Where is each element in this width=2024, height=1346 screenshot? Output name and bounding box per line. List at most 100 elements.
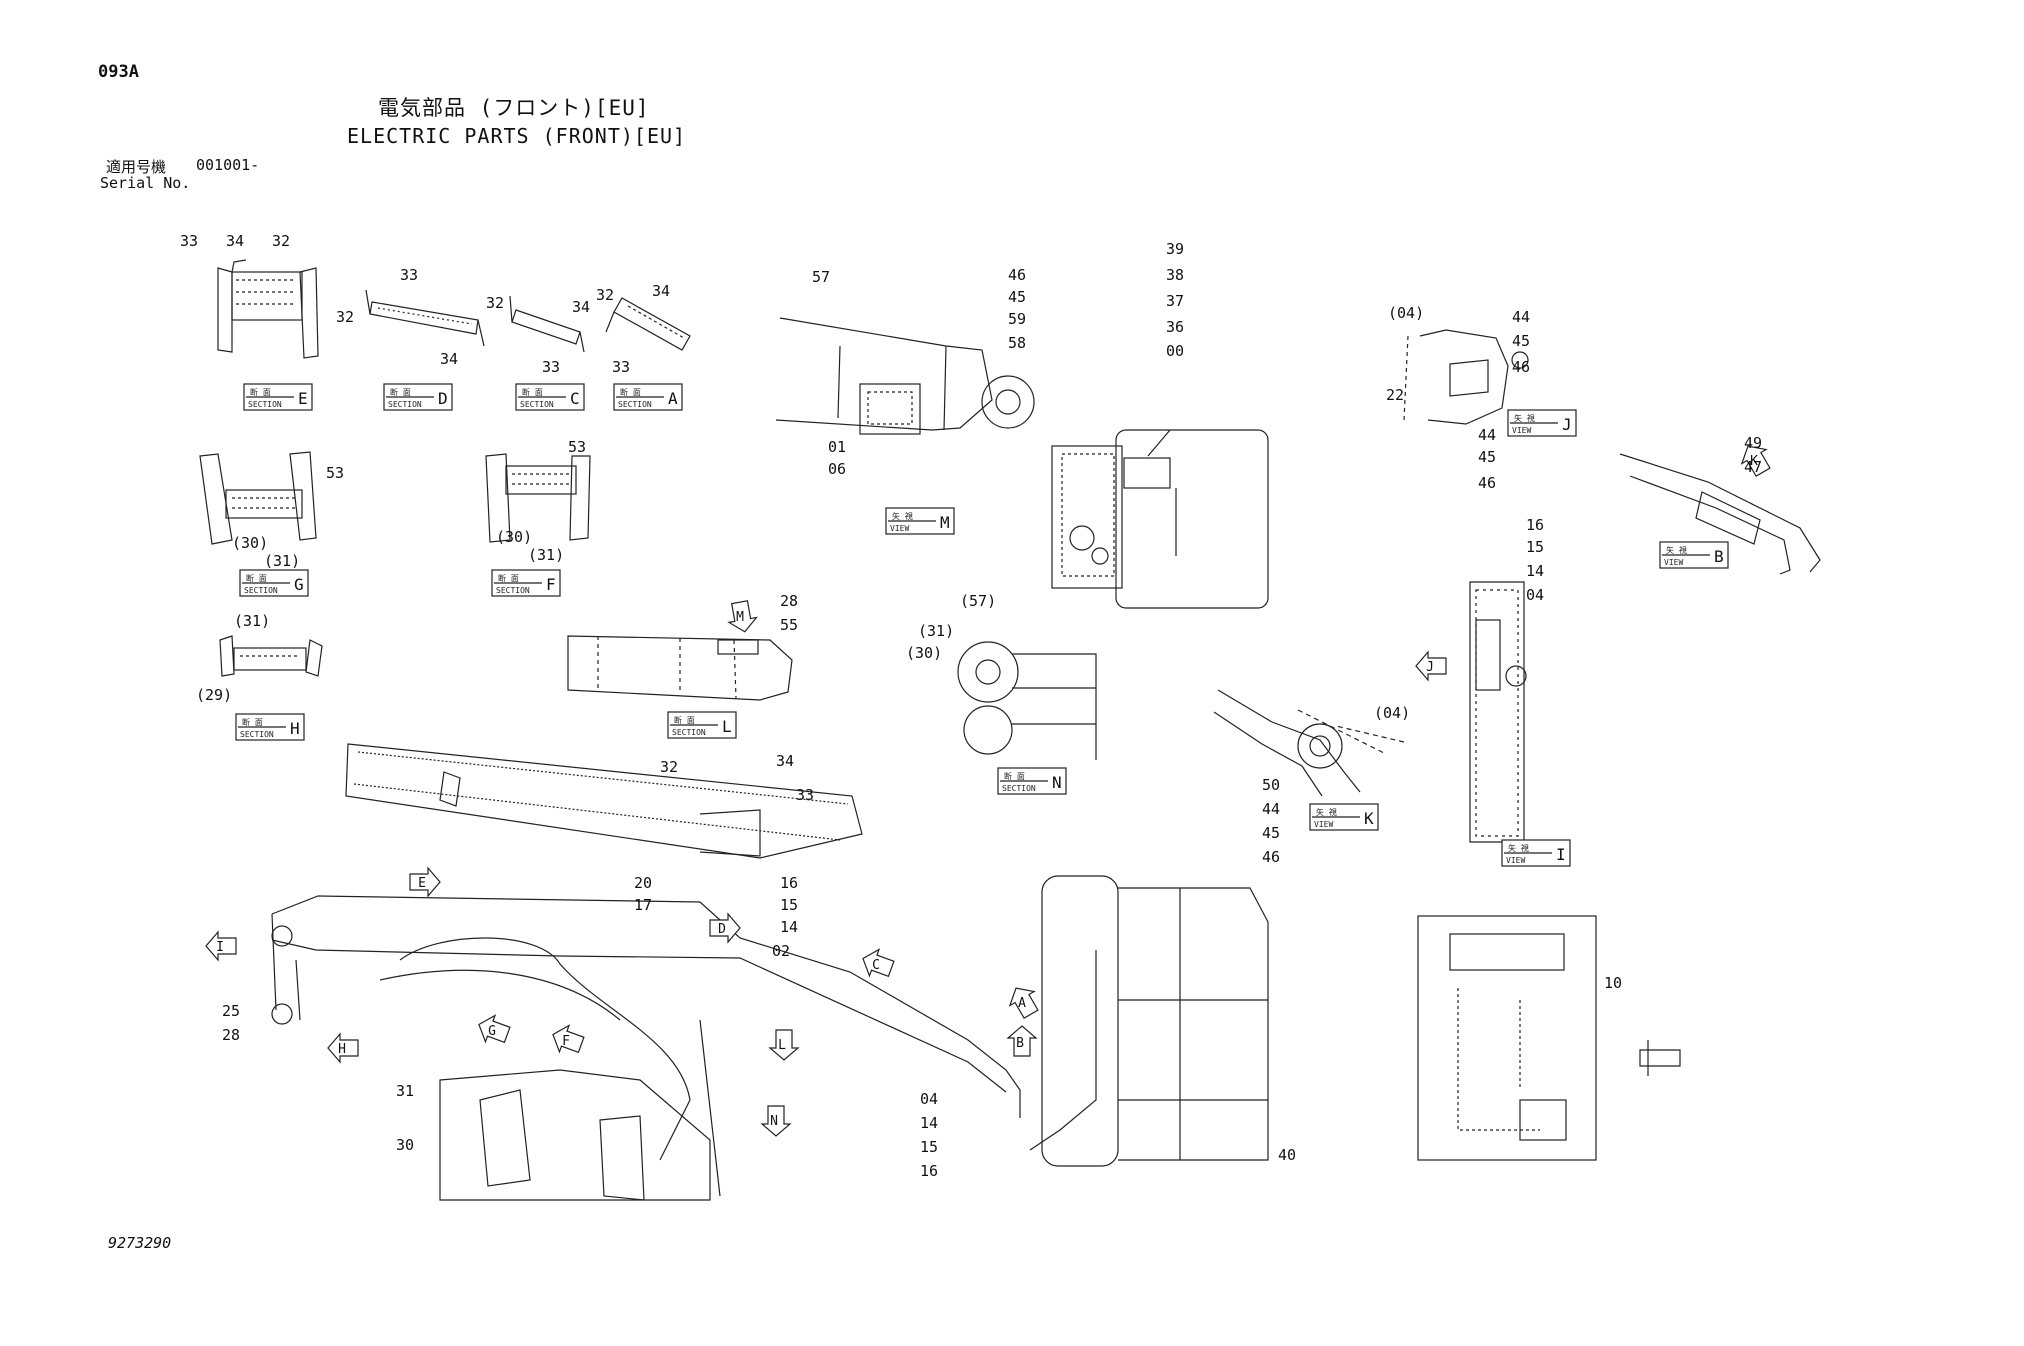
view-arrow-g: G xyxy=(478,1014,511,1044)
callout-number: 28 xyxy=(780,592,798,610)
callout-number: 58 xyxy=(1008,334,1026,352)
callout-number: 34 xyxy=(572,298,590,316)
svg-text:SECTION: SECTION xyxy=(244,586,278,595)
svg-text:I: I xyxy=(1556,845,1566,864)
svg-text:F: F xyxy=(562,1034,570,1049)
svg-text:N: N xyxy=(1052,773,1062,792)
svg-text:SECTION: SECTION xyxy=(248,400,282,409)
view-arrow-k: K xyxy=(1740,445,1771,477)
tag-view-i: 矢 視 VIEW I xyxy=(1501,839,1571,867)
callout-number: 33 xyxy=(400,266,418,284)
callout-number: 34 xyxy=(440,350,458,368)
callout-number: 55 xyxy=(780,616,798,634)
svg-text:N: N xyxy=(770,1114,778,1129)
callout-number: 02 xyxy=(772,942,790,960)
callout-number: 33 xyxy=(612,358,630,376)
svg-text:断 面: 断 面 xyxy=(250,387,271,397)
view-arrow-i: I xyxy=(205,930,237,962)
svg-text:断 面: 断 面 xyxy=(522,387,543,397)
callout-number: 53 xyxy=(568,438,586,456)
view-j-drawing xyxy=(1403,329,1529,425)
svg-text:J: J xyxy=(1562,415,1572,434)
svg-text:矢 視: 矢 視 xyxy=(1508,843,1529,853)
callout-number: 47 xyxy=(1744,458,1762,476)
callout-number: 33 xyxy=(180,232,198,250)
svg-text:矢 視: 矢 視 xyxy=(892,511,913,521)
callout-number: (31) xyxy=(918,622,954,640)
callout-number: 46 xyxy=(1008,266,1026,284)
view-arrow-d: D xyxy=(709,912,741,944)
svg-text:A: A xyxy=(1018,996,1026,1011)
svg-text:K: K xyxy=(1364,809,1374,828)
svg-text:D: D xyxy=(718,922,726,937)
callout-number: 32 xyxy=(660,758,678,776)
callout-number: 38 xyxy=(1166,266,1184,284)
callout-number: 59 xyxy=(1008,310,1026,328)
callout-number: 44 xyxy=(1262,800,1280,818)
view-arrow-b: B xyxy=(1006,1025,1038,1057)
boom-section-drawing xyxy=(345,743,863,859)
callout-number: 04 xyxy=(920,1090,938,1108)
callout-number: 15 xyxy=(920,1138,938,1156)
serial-value: 001001- xyxy=(196,156,260,174)
section-n-drawing xyxy=(957,641,1097,760)
view-b-drawing xyxy=(1619,453,1821,575)
callout-number: 32 xyxy=(272,232,290,250)
callout-number: 33 xyxy=(542,358,560,376)
callout-number: 22 xyxy=(1386,386,1404,404)
svg-text:VIEW: VIEW xyxy=(1506,856,1525,865)
view-arrow-m: M xyxy=(727,600,758,633)
svg-text:SECTION: SECTION xyxy=(672,728,706,737)
callout-number: 32 xyxy=(596,286,614,304)
callout-number: 36 xyxy=(1166,318,1184,336)
section-c-drawing xyxy=(509,295,585,353)
svg-text:VIEW: VIEW xyxy=(890,524,909,533)
callout-number: 04 xyxy=(1526,586,1544,604)
callout-number: 16 xyxy=(780,874,798,892)
svg-text:B: B xyxy=(1016,1036,1024,1051)
svg-text:E: E xyxy=(298,389,308,408)
view-arrow-n: N xyxy=(760,1105,792,1137)
view-arrow-j: J xyxy=(1415,650,1447,682)
callout-number: 16 xyxy=(1526,516,1544,534)
callout-number: 44 xyxy=(1478,426,1496,444)
section-f-drawing xyxy=(485,453,591,543)
view-m-panel-drawing xyxy=(1051,429,1269,609)
svg-text:VIEW: VIEW xyxy=(1664,558,1683,567)
svg-text:M: M xyxy=(736,610,744,625)
callout-number: 28 xyxy=(222,1026,240,1044)
svg-text:G: G xyxy=(294,575,304,594)
callout-number: 30 xyxy=(396,1136,414,1154)
view-i-drawing xyxy=(1469,581,1527,843)
svg-text:SECTION: SECTION xyxy=(520,400,554,409)
view-arrow-l: L xyxy=(768,1029,800,1061)
view-arrow-e: E xyxy=(409,866,441,898)
callout-number: (30) xyxy=(906,644,942,662)
view-arrow-a: A xyxy=(1008,987,1039,1019)
serial-label-japanese: 適用号機 xyxy=(106,158,167,176)
callout-number: 45 xyxy=(1262,824,1280,842)
svg-text:D: D xyxy=(438,389,448,408)
callout-number: 45 xyxy=(1512,332,1530,350)
callout-number: 50 xyxy=(1262,776,1280,794)
callout-number: (31) xyxy=(528,546,564,564)
callout-number: 46 xyxy=(1262,848,1280,866)
svg-text:矢 視: 矢 視 xyxy=(1316,807,1337,817)
svg-text:B: B xyxy=(1714,547,1724,566)
callout-number: 45 xyxy=(1008,288,1026,306)
callout-number: 16 xyxy=(920,1162,938,1180)
callout-number: 15 xyxy=(1526,538,1544,556)
page-code: 093A xyxy=(98,62,139,82)
